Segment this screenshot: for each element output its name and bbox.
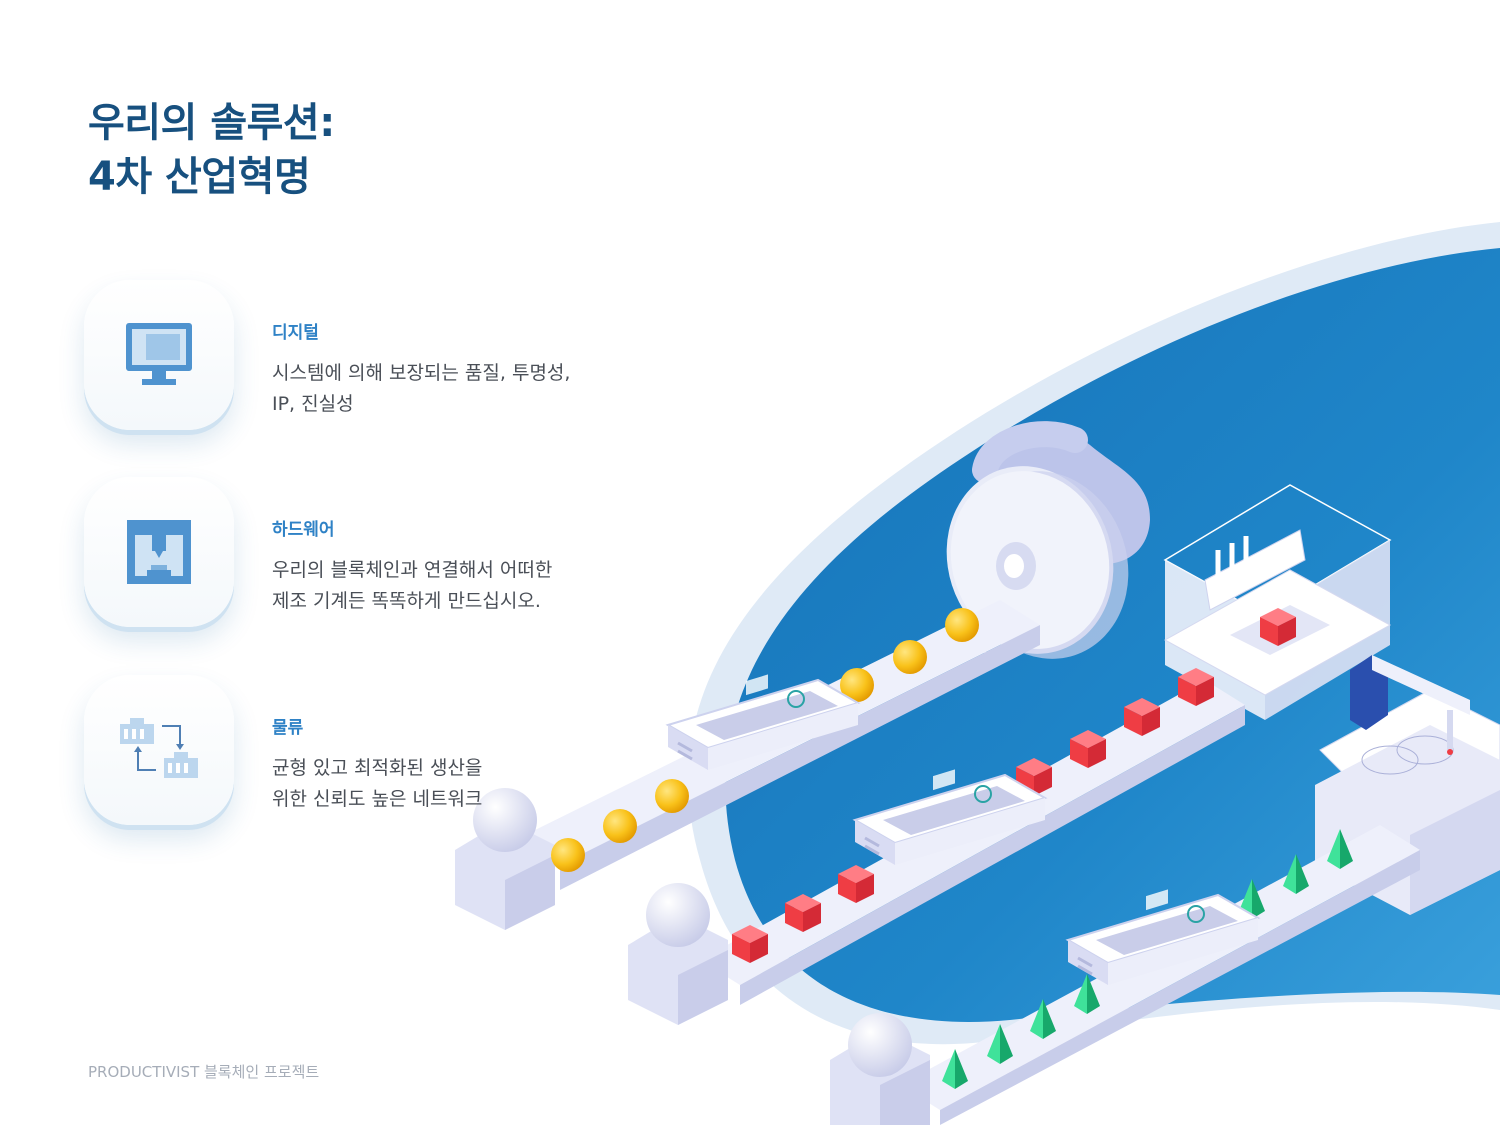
page-title-line-2: 4차 산업혁명	[88, 154, 311, 200]
feature-digital-description-line-2: IP, 진실성	[272, 393, 354, 415]
feature-list: 디지털 시스템에 의해 보장되는 품질, 투명성, IP, 진실성 하드웨어 우…	[0, 0, 700, 900]
page-title: 우리의 솔루션: 4차 산업혁명	[88, 96, 335, 204]
feature-hardware-title: 하드웨어	[272, 520, 335, 540]
feature-logistics-description-line-2: 위한 신뢰도 높은 네트워크	[272, 788, 483, 810]
3d-printer-machine	[1163, 484, 1392, 720]
feature-logistics-title: 물류	[272, 718, 304, 738]
conveyor-belt-cones	[830, 825, 1420, 1125]
feature-logistics: 물류 균형 있고 최적화된 생산을 위한 신뢰도 높은 네트워크	[84, 675, 704, 825]
feature-digital-description: 시스템에 의해 보장되는 품질, 투명성, IP, 진실성	[272, 358, 692, 420]
feature-logistics-icon-box	[84, 675, 234, 825]
feature-digital-title: 디지털	[272, 323, 319, 343]
conveyor-belt-coins	[455, 600, 1040, 930]
feature-digital-description-line-1: 시스템에 의해 보장되는 품질, 투명성,	[272, 362, 571, 384]
monitor-icon	[126, 323, 192, 385]
feature-hardware-description-line-1: 우리의 블록체인과 연결해서 어떠한	[272, 559, 553, 581]
logistics-icon	[120, 718, 198, 778]
feature-hardware: 하드웨어 우리의 블록체인과 연결해서 어떠한 제조 기계든 똑똑하게 만드십시…	[84, 477, 704, 627]
feature-hardware-description: 우리의 블록체인과 연결해서 어떠한 제조 기계든 똑똑하게 만드십시오.	[272, 555, 692, 617]
3d-printer-icon	[127, 520, 191, 584]
feature-digital: 디지털 시스템에 의해 보장되는 품질, 투명성, IP, 진실성	[84, 280, 704, 430]
feature-logistics-description: 균형 있고 최적화된 생산을 위한 신뢰도 높은 네트워크	[272, 753, 692, 815]
feature-logistics-description-line-1: 균형 있고 최적화된 생산을	[272, 757, 483, 779]
feature-hardware-description-line-2: 제조 기계든 똑똑하게 만드십시오.	[272, 590, 541, 612]
feature-digital-icon-box	[84, 280, 234, 430]
footer-text: PRODUCTIVIST 블록체인 프로젝트	[88, 1063, 320, 1081]
feature-hardware-icon-box	[84, 477, 234, 627]
page-title-line-1: 우리의 솔루션:	[88, 100, 335, 146]
conveyor-belt-cubes	[628, 668, 1245, 1025]
